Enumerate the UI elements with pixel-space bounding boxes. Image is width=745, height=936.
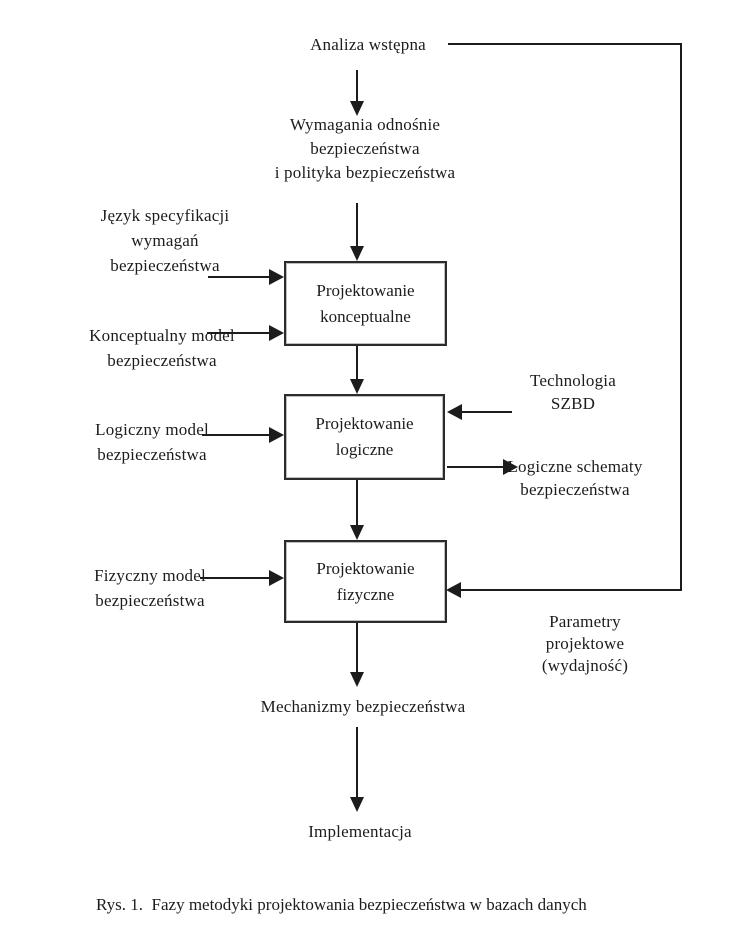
arrow-analiza-wymagania-line xyxy=(356,70,358,102)
arrow-technologia-box2-head-icon xyxy=(447,404,462,420)
node-fizyczny-line1: Fizyczny model xyxy=(94,566,206,585)
node-schematy-line1: Logiczne schematy xyxy=(507,457,643,476)
node-wymagania-line2: bezpieczeństwa xyxy=(310,139,420,158)
node-parametry-line3: (wydajność) xyxy=(541,656,629,675)
box-projektowanie-konceptualne: Projektowanie konceptualne xyxy=(284,261,447,346)
node-konceptualny-line2: bezpieczeństwa xyxy=(107,351,217,370)
arrow-analiza-wymagania-head-icon xyxy=(350,101,364,116)
node-parametry-projektowe: Parametry projektowe (wydajność) xyxy=(505,611,665,677)
arrow-fizyczny-box3-head-icon xyxy=(269,570,284,586)
arrow-box2-box3-head-icon xyxy=(350,525,364,540)
box3-line1: Projektowanie xyxy=(316,558,415,578)
node-technologia-line1: Technologia xyxy=(530,371,616,390)
node-technologia-line2: SZBD xyxy=(550,394,596,413)
feedback-line-right xyxy=(680,43,682,591)
node-jezyk-line2: wymagań xyxy=(131,231,199,250)
node-implementacja: Implementacja xyxy=(260,820,460,844)
arrow-jezyk-box1-line xyxy=(208,276,270,278)
arrow-konceptualny-box1-head-icon xyxy=(269,325,284,341)
box1-line2: konceptualne xyxy=(320,306,411,326)
node-jezyk-specyfikacji: Język specyfikacji wymagań bezpieczeństw… xyxy=(65,203,265,278)
arrow-konceptualny-box1-line xyxy=(207,332,270,334)
arrow-box1-box2-line xyxy=(356,346,358,380)
feedback-arrowhead-icon xyxy=(446,582,461,598)
arrow-box1-box2-head-icon xyxy=(350,379,364,394)
node-mechanizmy-label: Mechanizmy bezpieczeństwa xyxy=(260,697,466,716)
node-technologia-szbd: Technologia SZBD xyxy=(493,369,653,415)
arrow-wymagania-box1-line xyxy=(356,203,358,247)
node-implementacja-label: Implementacja xyxy=(308,822,412,841)
node-logiczne-schematy: Logiczne schematy bezpieczeństwa xyxy=(490,455,660,501)
arrow-logiczny-box2-head-icon xyxy=(269,427,284,443)
node-wymagania: Wymagania odnośnie bezpieczeństwa i poli… xyxy=(240,113,490,185)
node-mechanizmy: Mechanizmy bezpieczeństwa xyxy=(238,695,488,719)
arrow-box3-mechanizmy-line xyxy=(356,623,358,673)
figure-caption: Rys. 1. Fazy metodyki projektowania bezp… xyxy=(96,895,587,914)
node-fizyczny-line2: bezpieczeństwa xyxy=(95,591,205,610)
box2-line1: Projektowanie xyxy=(315,414,414,433)
arrow-mechanizmy-implementacja-head-icon xyxy=(350,797,364,812)
node-jezyk-line1: Język specyfikacji xyxy=(100,206,230,225)
arrow-wymagania-box1-head-icon xyxy=(350,246,364,261)
box1-line1: Projektowanie xyxy=(316,280,415,300)
node-schematy-line2: bezpieczeństwa xyxy=(520,480,630,499)
node-wymagania-line3: i polityka bezpieczeństwa xyxy=(274,163,456,182)
box-projektowanie-fizyczne: Projektowanie fizyczne xyxy=(284,540,447,623)
box2-line2: logiczne xyxy=(335,440,394,459)
node-konceptualny-line1: Konceptualny model xyxy=(89,326,235,345)
node-wymagania-line1: Wymagania odnośnie xyxy=(289,115,441,134)
arrow-box2-box3-line xyxy=(356,480,358,526)
arrow-box3-mechanizmy-head-icon xyxy=(350,672,364,687)
node-jezyk-line3: bezpieczeństwa xyxy=(110,256,220,275)
feedback-line-bottom xyxy=(459,589,682,591)
node-logiczny-line1: Logiczny model xyxy=(95,420,209,439)
arrow-jezyk-box1-head-icon xyxy=(269,269,284,285)
node-analiza-wstepna: Analiza wstępna xyxy=(268,33,468,57)
arrow-mechanizmy-implementacja-line xyxy=(356,727,358,798)
arrow-box2-schematy-head-icon xyxy=(503,459,518,475)
arrow-fizyczny-box3-line xyxy=(200,577,270,579)
node-konceptualny-model: Konceptualny model bezpieczeństwa xyxy=(62,323,262,373)
node-fizyczny-model: Fizyczny model bezpieczeństwa xyxy=(50,563,250,613)
arrow-box2-schematy-line xyxy=(447,466,504,468)
feedback-line-top xyxy=(448,43,682,45)
arrow-technologia-box2-line xyxy=(461,411,512,413)
node-parametry-line1: Parametry xyxy=(549,612,621,631)
arrow-logiczny-box2-line xyxy=(202,434,270,436)
box-projektowanie-logiczne: Projektowanie logiczne xyxy=(284,394,445,480)
node-analiza-wstepna-label: Analiza wstępna xyxy=(310,35,426,54)
box3-line2: fizyczne xyxy=(336,584,395,604)
node-parametry-line2: projektowe xyxy=(545,634,625,653)
node-logiczny-model: Logiczny model bezpieczeństwa xyxy=(52,417,252,467)
node-logiczny-line2: bezpieczeństwa xyxy=(97,445,207,464)
